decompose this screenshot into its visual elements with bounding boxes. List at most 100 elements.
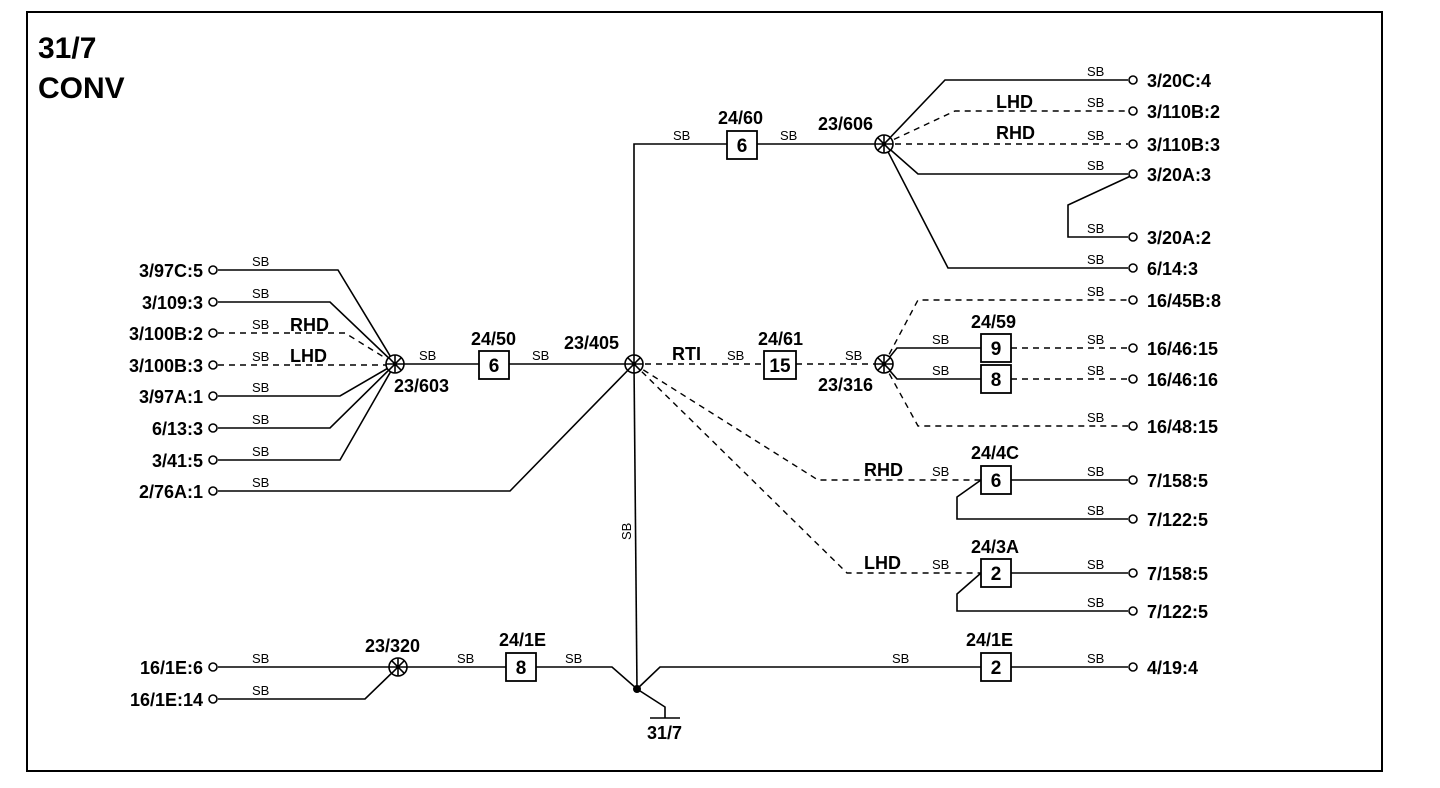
connector-24-1e-right: 2 24/1E xyxy=(966,630,1013,682)
splice-23-320: 23/320 xyxy=(365,636,420,677)
svg-text:15: 15 xyxy=(769,356,791,377)
svg-text:2: 2 xyxy=(991,564,1002,585)
svg-text:SB: SB xyxy=(1087,332,1104,347)
terminal-right: 3/20A:2 xyxy=(1128,228,1211,248)
svg-text:6: 6 xyxy=(737,136,748,157)
svg-text:SB: SB xyxy=(619,523,634,540)
svg-text:24/3A: 24/3A xyxy=(971,537,1019,557)
svg-text:24/60: 24/60 xyxy=(718,108,763,128)
svg-text:3/20A:3: 3/20A:3 xyxy=(1147,165,1211,185)
splice-label-23-606: 23/606 xyxy=(818,114,873,134)
svg-text:6/13:3: 6/13:3 xyxy=(152,419,203,439)
svg-text:SB: SB xyxy=(727,348,744,363)
svg-text:3/20C:4: 3/20C:4 xyxy=(1147,71,1211,91)
terminal-right: 16/46:16 xyxy=(1128,370,1218,390)
connector-24-61: 15 24/61 xyxy=(758,329,803,380)
svg-text:SB: SB xyxy=(845,348,862,363)
svg-text:SB: SB xyxy=(1087,503,1104,518)
wire-labels: SB SB SB SB SB SB SB SB SB SB SB SB SB S… xyxy=(252,64,1104,698)
svg-text:7/122:5: 7/122:5 xyxy=(1147,602,1208,622)
svg-text:6: 6 xyxy=(489,356,500,377)
svg-text:SB: SB xyxy=(1087,252,1104,267)
svg-text:3/110B:3: 3/110B:3 xyxy=(1147,135,1220,155)
svg-text:SB: SB xyxy=(1087,284,1104,299)
svg-text:4/19:4: 4/19:4 xyxy=(1147,658,1198,678)
ground-junction-dot xyxy=(633,685,641,693)
variant-label-rhd-top: RHD xyxy=(996,123,1035,143)
terminal-right: 7/122:5 xyxy=(1128,602,1208,622)
terminal-right: 7/122:5 xyxy=(1128,510,1208,530)
svg-text:SB: SB xyxy=(1087,464,1104,479)
variant-label-rhd-mid: RHD xyxy=(864,460,903,480)
svg-text:3/20A:2: 3/20A:2 xyxy=(1147,228,1211,248)
svg-text:6: 6 xyxy=(991,471,1002,492)
svg-text:SB: SB xyxy=(565,651,582,666)
connector-24-3a: 2 24/3A xyxy=(971,537,1019,588)
terminal-right: 16/48:15 xyxy=(1128,417,1218,437)
terminal-right: 16/46:15 xyxy=(1128,339,1218,359)
svg-text:24/1E: 24/1E xyxy=(966,630,1013,650)
variant-label-rhd-left: RHD xyxy=(290,315,329,335)
terminal-left: 6/13:3 xyxy=(152,419,218,439)
svg-text:SB: SB xyxy=(252,444,269,459)
terminal-left: 3/100B:2 xyxy=(129,324,218,344)
terminal-left: 3/41:5 xyxy=(152,451,218,471)
svg-text:SB: SB xyxy=(673,128,690,143)
terminal-right: 3/20C:4 xyxy=(1128,71,1211,91)
svg-text:24/4C: 24/4C xyxy=(971,443,1019,463)
svg-text:SB: SB xyxy=(252,475,269,490)
svg-text:6/14:3: 6/14:3 xyxy=(1147,259,1198,279)
terminal-right: 7/158:5 xyxy=(1128,471,1208,491)
terminal-right: 3/20A:3 xyxy=(1128,165,1211,185)
svg-text:SB: SB xyxy=(252,349,269,364)
svg-text:SB: SB xyxy=(252,651,269,666)
svg-text:16/48:15: 16/48:15 xyxy=(1147,417,1218,437)
terminal-left: 3/109:3 xyxy=(142,293,218,313)
svg-text:SB: SB xyxy=(252,254,269,269)
terminal-left: 3/100B:3 xyxy=(129,356,218,376)
svg-text:3/110B:2: 3/110B:2 xyxy=(1147,102,1220,122)
svg-text:3/97A:1: 3/97A:1 xyxy=(139,387,203,407)
svg-text:SB: SB xyxy=(932,363,949,378)
splice-label-23-316: 23/316 xyxy=(818,375,873,395)
svg-text:SB: SB xyxy=(892,651,909,666)
svg-text:SB: SB xyxy=(1087,64,1104,79)
terminal-right: 7/158:5 xyxy=(1128,564,1208,584)
splice-23-316: 23/316 xyxy=(818,354,894,395)
svg-text:3/100B:2: 3/100B:2 xyxy=(129,324,203,344)
connector-24-1e-left: 8 24/1E xyxy=(499,630,546,682)
terminal-right: 3/110B:3 xyxy=(1128,135,1220,155)
terminal-left: 3/97A:1 xyxy=(139,387,218,407)
svg-text:SB: SB xyxy=(1087,128,1104,143)
terminal-left: 16/1E:14 xyxy=(130,690,218,710)
terminal-left: 3/97C:5 xyxy=(139,261,218,281)
diagram-title-line1: 31/7 xyxy=(38,32,96,65)
svg-text:SB: SB xyxy=(252,380,269,395)
variant-label-lhd-top: LHD xyxy=(996,92,1033,112)
svg-text:SB: SB xyxy=(419,348,436,363)
svg-text:16/1E:6: 16/1E:6 xyxy=(140,658,203,678)
svg-text:7/122:5: 7/122:5 xyxy=(1147,510,1208,530)
svg-text:SB: SB xyxy=(252,412,269,427)
svg-text:8: 8 xyxy=(991,370,1002,391)
svg-text:2/76A:1: 2/76A:1 xyxy=(139,482,203,502)
svg-text:3/97C:5: 3/97C:5 xyxy=(139,261,203,281)
splice-label-23-405: 23/405 xyxy=(564,333,619,353)
svg-text:SB: SB xyxy=(932,464,949,479)
svg-text:16/46:16: 16/46:16 xyxy=(1147,370,1218,390)
terminal-right: 3/110B:2 xyxy=(1128,102,1220,122)
svg-text:SB: SB xyxy=(252,317,269,332)
terminal-right: 6/14:3 xyxy=(1128,259,1198,279)
svg-text:SB: SB xyxy=(532,348,549,363)
splice-23-603: 23/603 xyxy=(385,354,449,396)
diagram-frame xyxy=(26,11,1383,772)
svg-text:24/50: 24/50 xyxy=(471,329,516,349)
svg-text:3/109:3: 3/109:3 xyxy=(142,293,203,313)
variant-label-lhd-mid: LHD xyxy=(864,553,901,573)
svg-text:SB: SB xyxy=(1087,595,1104,610)
splice-label-23-320: 23/320 xyxy=(365,636,420,656)
svg-text:SB: SB xyxy=(1087,410,1104,425)
svg-text:3/100B:3: 3/100B:3 xyxy=(129,356,203,376)
svg-text:8: 8 xyxy=(516,658,527,679)
diagram-title-line2: CONV xyxy=(38,72,125,105)
